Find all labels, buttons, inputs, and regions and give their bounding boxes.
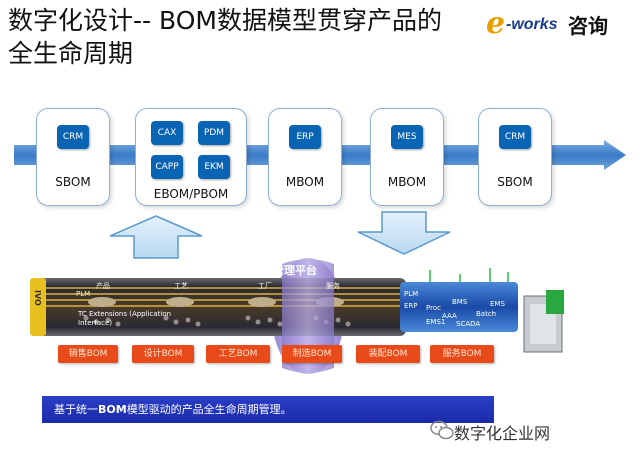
stage-label: MBOM: [387, 175, 427, 189]
bom-bar-assembly: 装配BOM: [356, 345, 420, 363]
system-capp: CAPP: [151, 155, 183, 179]
stage-box-sbom-2: CRM SBOM: [478, 108, 552, 206]
footer-bom: BOM: [98, 403, 127, 416]
right-label-erp: ERP: [404, 302, 418, 310]
pipeline-diagram: [30, 258, 564, 374]
right-label-proc: Proc: [426, 304, 441, 312]
right-label-scada: SCADA: [456, 320, 481, 328]
right-label-ems1: EMS1: [426, 318, 446, 326]
system-mes: MES: [391, 125, 423, 149]
right-label-aaa: AAA: [442, 312, 457, 320]
system-pdm: PDM: [198, 121, 230, 145]
page-title: 数字化设计-- BOM数据模型贯穿产品的全生命周期: [8, 6, 442, 68]
stage-box-mbom-erp: ERP MBOM: [268, 108, 342, 206]
down-arrow-icon: [357, 211, 451, 255]
bom-bar-manufacturing: 制造BOM: [282, 345, 342, 363]
watermark-text: 数字化企业网: [454, 424, 551, 443]
cap-label: IVO: [33, 290, 42, 306]
wechat-icon: [430, 420, 454, 440]
up-arrow-icon: [109, 215, 203, 259]
system-crm-2: CRM: [499, 125, 531, 149]
pipe-label-plm: PLM: [76, 290, 91, 298]
right-label-bms: BMS: [452, 298, 468, 306]
pipe-label-process: 工艺: [174, 282, 188, 290]
system-crm-1: CRM: [57, 125, 89, 149]
right-label-batch: Batch: [476, 310, 497, 318]
tc-extensions-label: TC Extensions (Application Interface): [78, 310, 172, 327]
stage-label: EBOM/PBOM: [153, 187, 229, 201]
stage-box-ebom: CAX PDM CAPP EKM EBOM/PBOM: [135, 108, 247, 206]
stage-label: MBOM: [285, 175, 325, 189]
pipe-label-product: 产品: [96, 282, 110, 290]
bom-bar-service: 服务BOM: [430, 345, 494, 363]
stage-label: SBOM: [497, 175, 533, 189]
logo-works: -works: [506, 16, 558, 33]
platform-label: 主管理平台: [262, 264, 317, 277]
stage-box-sbom-1: CRM SBOM: [36, 108, 110, 206]
pipe-label-service: 服务: [326, 282, 340, 290]
footer-suffix: 模型驱动的产品全生命周期管理。: [126, 403, 292, 416]
system-cax: CAX: [151, 121, 183, 145]
footer-banner: 基于统一BOM模型驱动的产品全生命周期管理。: [42, 396, 494, 423]
system-erp: ERP: [289, 125, 321, 149]
system-ekm: EKM: [198, 155, 230, 179]
eworks-logo: e -works 咨询: [486, 6, 626, 41]
bom-bar-sales: 销售BOM: [58, 345, 118, 363]
right-label-ems: EMS: [490, 300, 505, 308]
pipe-label-factory: 工厂: [258, 282, 272, 290]
stage-box-mbom-mes: MES MBOM: [370, 108, 444, 206]
right-label-plm: PLM: [404, 290, 419, 298]
bom-bar-design: 设计BOM: [132, 345, 194, 363]
logo-zixun: 咨询: [568, 14, 608, 38]
logo-e: e: [486, 6, 506, 41]
stage-label: SBOM: [55, 175, 91, 189]
bom-bar-process: 工艺BOM: [206, 345, 270, 363]
footer-prefix: 基于统一: [54, 403, 98, 416]
